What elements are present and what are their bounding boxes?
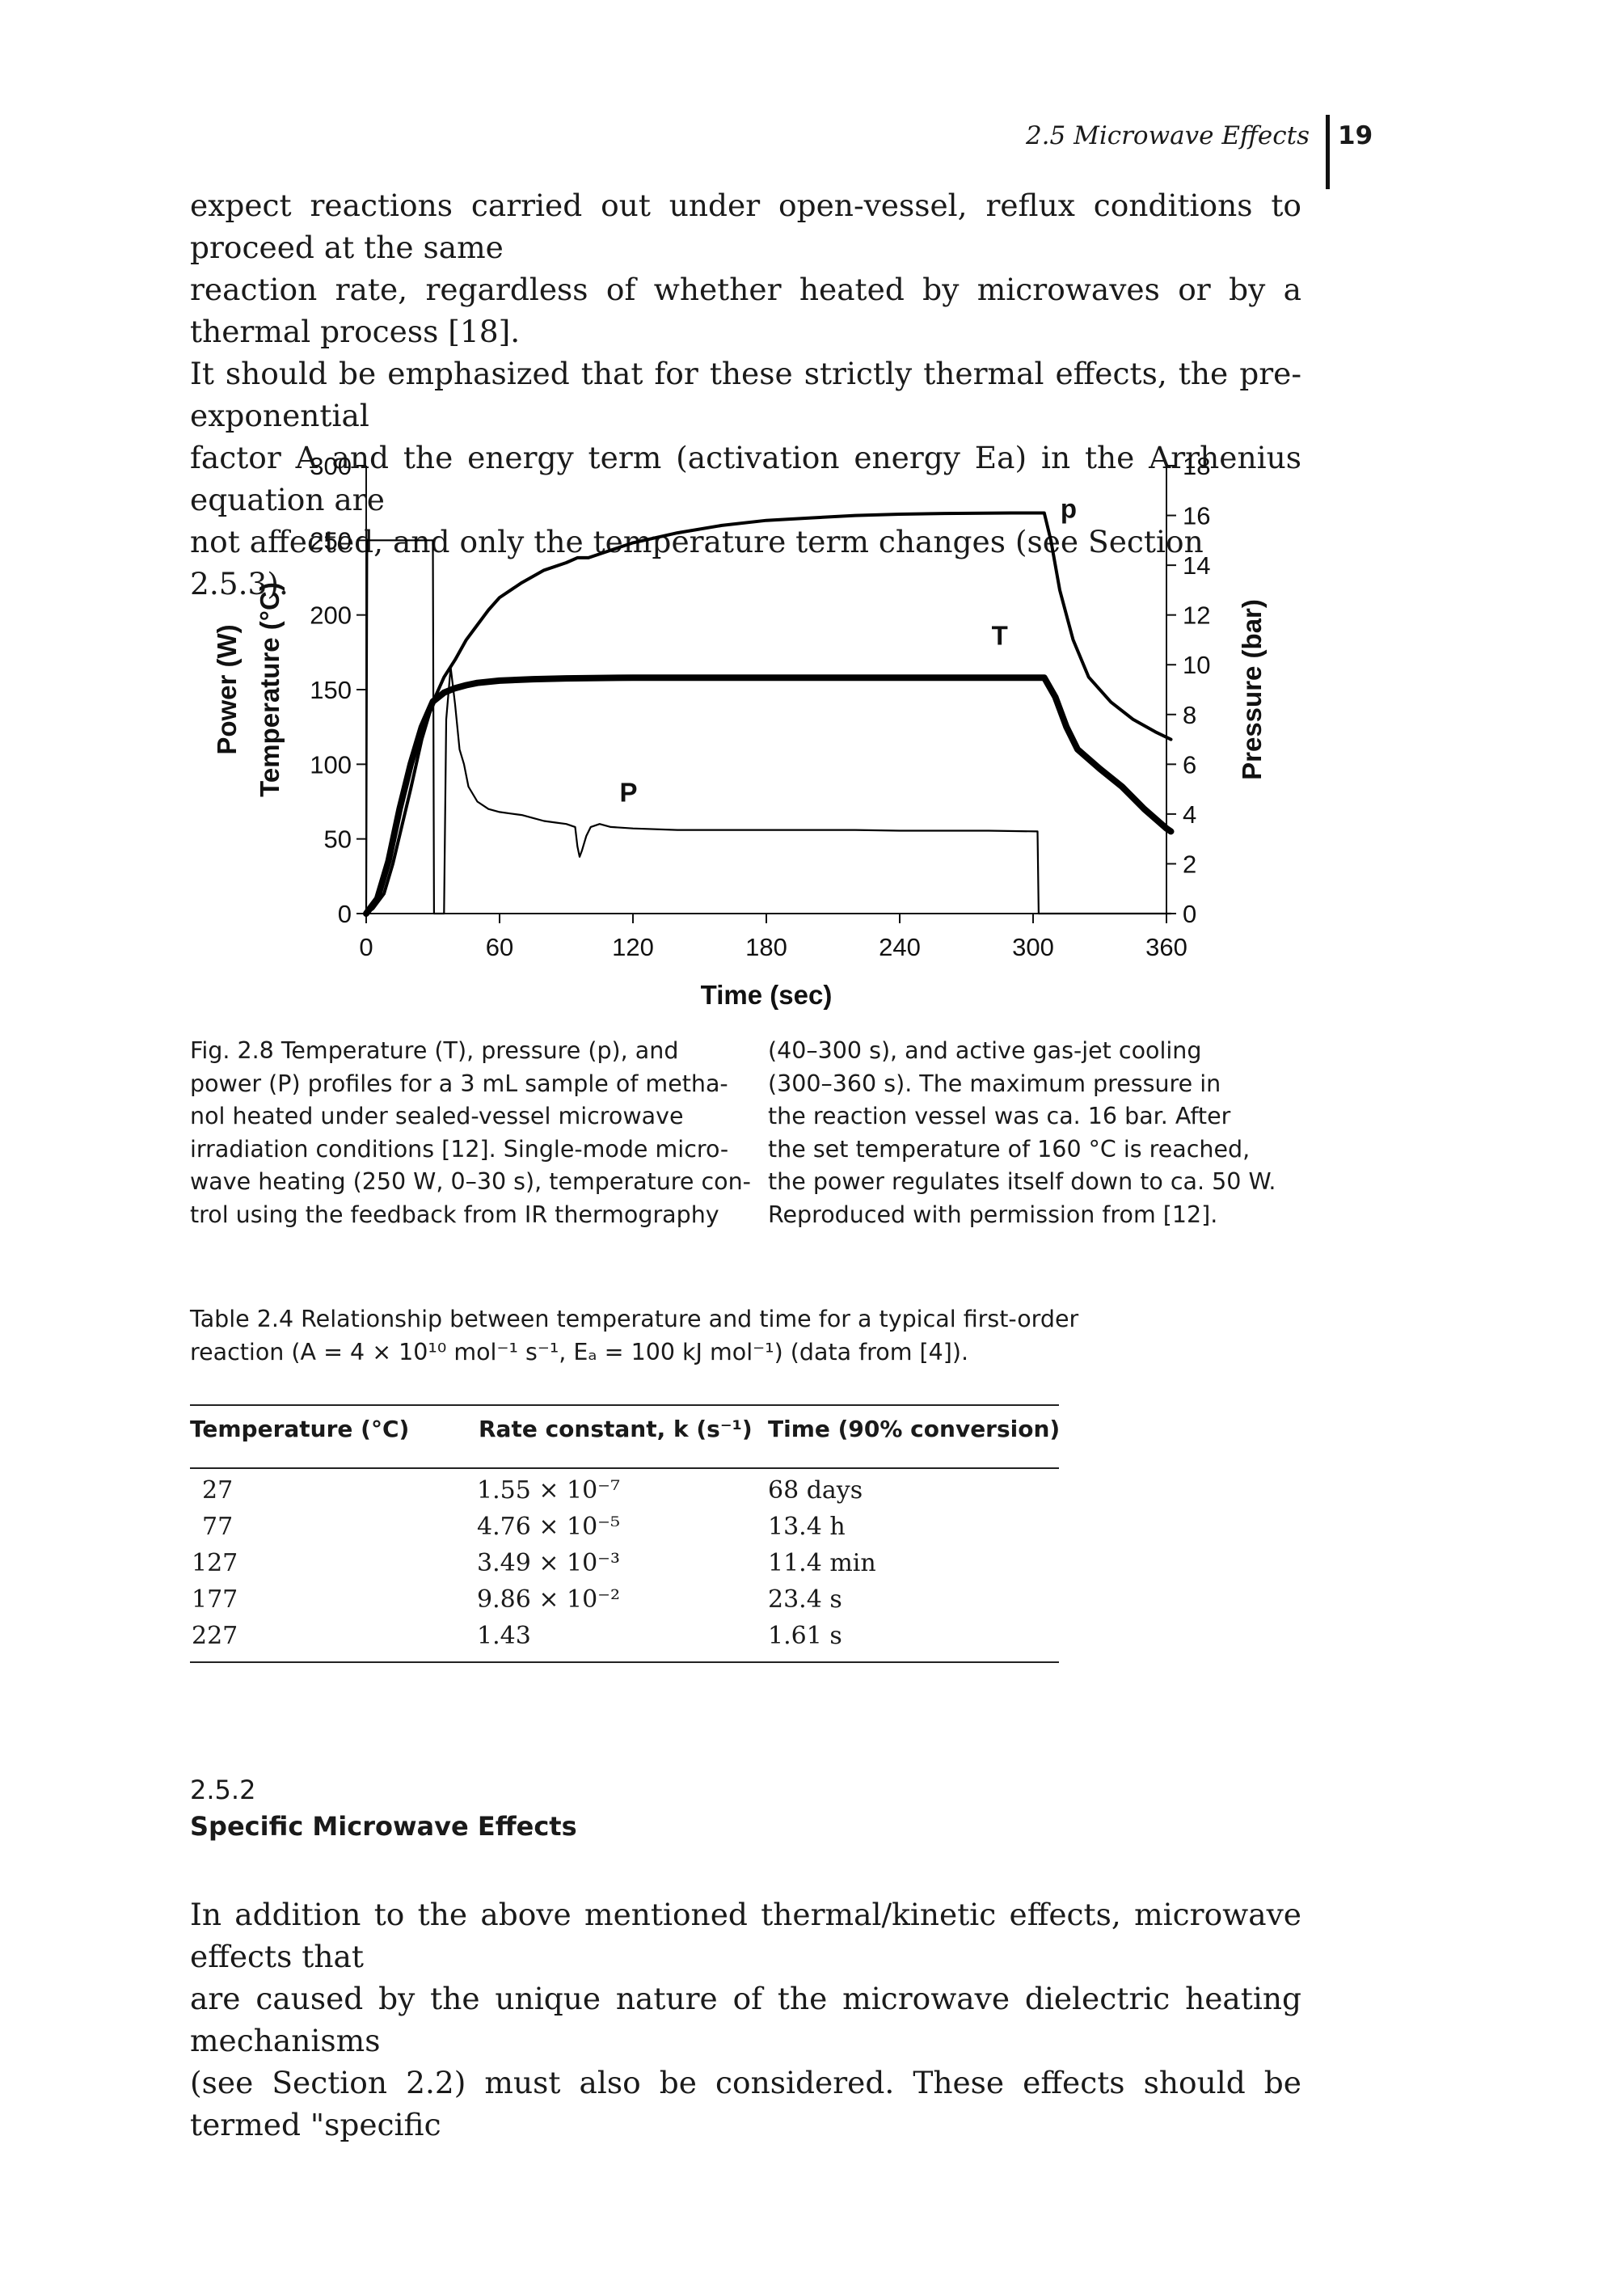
- table-cell: 227: [192, 1622, 238, 1650]
- text-line: In addition to the above mentioned therm…: [190, 1897, 1301, 1974]
- y-left-tick-label: 200: [310, 601, 352, 630]
- table-cell: 27: [202, 1476, 234, 1505]
- chart-curves: [363, 511, 1175, 917]
- table-header-rate-constant: Rate constant, k (s⁻¹): [479, 1416, 753, 1442]
- table-bottom-rule: [190, 1661, 1059, 1663]
- x-tick-label: 120: [612, 933, 654, 961]
- x-tick-label: 180: [745, 933, 787, 961]
- section-title: Specific Microwave Effects: [190, 1811, 577, 1842]
- x-tick-label: 300: [1012, 933, 1054, 961]
- series-line-power: [365, 539, 1172, 915]
- caption-line: irradiation conditions [12]. Single-mode…: [190, 1135, 729, 1163]
- figure-caption-left: Fig. 2.8 Temperature (T), pressure (p), …: [190, 1035, 751, 1231]
- y-left-tick-label: 250: [310, 526, 352, 555]
- table-cell: 3.49 × 10⁻³: [477, 1549, 621, 1577]
- figure-chart: 0 60 120 180 240 300 360 0 50 100 150 200 250 300 0 2 4 6…: [212, 452, 1267, 1010]
- body-paragraph-bottom: In addition to the above mentioned therm…: [190, 1893, 1301, 2146]
- table-cell: 77: [202, 1513, 234, 1541]
- running-head: 2.5 Microwave Effects: [1025, 121, 1310, 150]
- table-cell: 1.55 × 10⁻⁷: [477, 1476, 621, 1505]
- y-right-tick-label: 8: [1183, 701, 1196, 729]
- table-cell: 9.86 × 10⁻²: [477, 1585, 621, 1614]
- y-left-title-temperature: Temperature (°C): [255, 582, 285, 797]
- figure-caption-right: (40–300 s), and active gas-jet cooling (…: [768, 1035, 1301, 1231]
- caption-line: trol using the feedback from IR thermogr…: [190, 1201, 719, 1228]
- table-cell: 4.76 × 10⁻⁵: [477, 1513, 621, 1541]
- table-cell: 13.4 h: [768, 1513, 846, 1541]
- table-cell: 11.4 min: [768, 1549, 876, 1577]
- y-right-title-pressure: Pressure (bar): [1237, 599, 1267, 780]
- y-right-tick-label: 6: [1183, 750, 1196, 779]
- table-cell: 1.61 s: [768, 1622, 842, 1650]
- x-axis-title: Time (sec): [701, 980, 833, 1010]
- caption-line: the set temperature of 160 °C is reached…: [768, 1135, 1251, 1163]
- y-left-title-power: Power (W): [212, 624, 242, 754]
- caption-line: the reaction vessel was ca. 16 bar. Afte…: [768, 1103, 1231, 1129]
- table-cell: 23.4 s: [768, 1585, 842, 1614]
- y-right-tick-label: 2: [1183, 850, 1196, 878]
- table-caption-line: Table 2.4 Relationship between temperatu…: [190, 1306, 1079, 1332]
- body-paragraph-top: expect reactions carried out under open-…: [190, 184, 1301, 605]
- y-right-tick-label: 14: [1183, 551, 1210, 580]
- curve-annotation-label: p: [1061, 494, 1077, 524]
- text-line: reaction rate, regardless of whether hea…: [190, 272, 1301, 349]
- y-right-tick-label: 0: [1183, 900, 1196, 928]
- x-tick-label: 240: [879, 933, 921, 961]
- series-line-pressure: [365, 511, 1173, 915]
- caption-line: (40–300 s), and active gas-jet cooling: [768, 1037, 1202, 1064]
- y-right-tick-label: 12: [1183, 601, 1210, 630]
- table-top-rule: [190, 1404, 1059, 1406]
- section-number: 2.5.2: [190, 1775, 256, 1805]
- y-right-tick-label: 10: [1183, 651, 1210, 679]
- caption-line: wave heating (250 W, 0–30 s), temperatur…: [190, 1168, 751, 1195]
- y-left-tick-label: 300: [310, 452, 352, 480]
- table-header-rule: [190, 1467, 1059, 1469]
- x-tick-label: 0: [359, 933, 373, 961]
- y-left-tick-label: 0: [338, 900, 352, 928]
- chart-labels: 0 60 120 180 240 300 360 0 50 100 150 200 250 300 0 2 4 6…: [212, 452, 1267, 1010]
- table-cell: 1.43: [477, 1622, 531, 1650]
- table-cell: 177: [192, 1585, 238, 1614]
- table-header-temperature: Temperature (°C): [190, 1416, 410, 1442]
- page-number: 19: [1338, 121, 1373, 150]
- caption-line: Reproduced with permission from [12].: [768, 1201, 1218, 1228]
- text-line: (see Section 2.2) must also be considere…: [190, 2065, 1301, 2142]
- table-caption: Table 2.4 Relationship between temperatu…: [190, 1303, 1079, 1369]
- series-line-temperature: [363, 674, 1175, 917]
- curve-annotation-label: P: [619, 778, 637, 808]
- y-right-tick-label: 4: [1183, 800, 1196, 829]
- caption-line: Fig. 2.8 Temperature (T), pressure (p), …: [190, 1037, 679, 1064]
- curve-annotation-label: T: [992, 621, 1008, 651]
- x-tick-label: 360: [1145, 933, 1187, 961]
- y-left-tick-label: 150: [310, 676, 352, 704]
- caption-line: nol heated under sealed-vessel microwave: [190, 1103, 684, 1129]
- table-caption-line: reaction (A = 4 × 10¹⁰ mol⁻¹ s⁻¹, Eₐ = 1…: [190, 1338, 969, 1365]
- text-line: It should be emphasized that for these s…: [190, 356, 1301, 433]
- table-cell: 68 days: [768, 1476, 863, 1505]
- text-line: expect reactions carried out under open-…: [190, 188, 1301, 265]
- y-right-tick-label: 16: [1183, 502, 1210, 530]
- text-line: are caused by the unique nature of the m…: [190, 1981, 1301, 2058]
- y-left-tick-label: 50: [324, 825, 352, 854]
- y-right-tick-label: 18: [1183, 452, 1210, 480]
- x-tick-label: 60: [486, 933, 513, 961]
- header-rule: [1326, 115, 1330, 189]
- text-line: factor A and the energy term (activation…: [190, 440, 1301, 517]
- caption-line: power (P) profiles for a 3 mL sample of …: [190, 1070, 728, 1097]
- caption-line: the power regulates itself down to ca. 5…: [768, 1168, 1276, 1195]
- table-cell: 127: [192, 1549, 238, 1577]
- caption-line: (300–360 s). The maximum pressure in: [768, 1070, 1221, 1097]
- y-left-tick-label: 100: [310, 750, 352, 779]
- table-header-time: Time (90% conversion): [768, 1416, 1061, 1442]
